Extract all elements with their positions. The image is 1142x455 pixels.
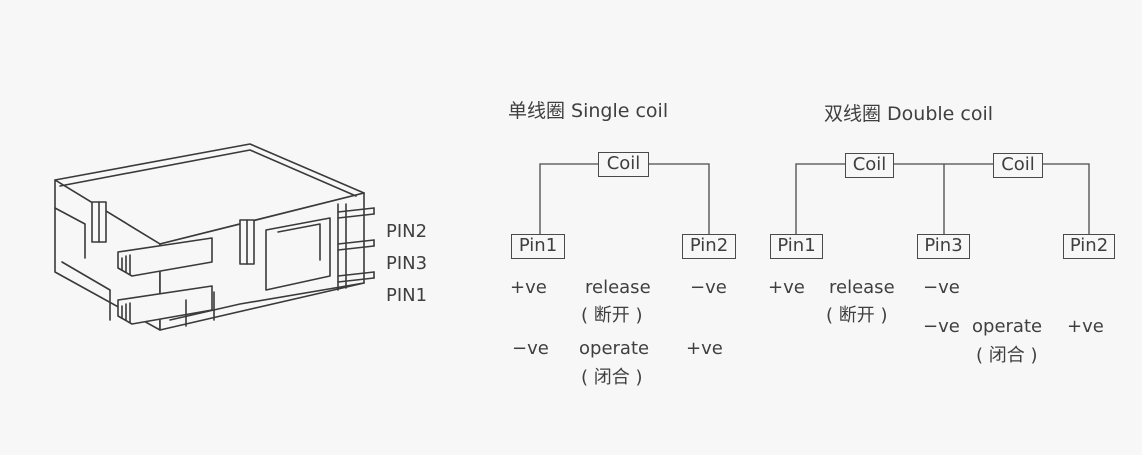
double-coil-left-wire [795, 163, 845, 234]
relay-pin-3 [337, 239, 375, 251]
single-coil-left-wire [539, 163, 598, 234]
double-coil-row2-action: operate [972, 316, 1043, 337]
relay-pin2-label: PIN2 [386, 221, 428, 242]
relay-clip-lower [117, 285, 213, 325]
single-coil-row1-pin2: −ve [690, 277, 727, 298]
double-coil-row2-pin3: −ve [923, 316, 960, 337]
double-coil-row2-action-cn: ( 闭合 ) [976, 345, 1038, 366]
double-coil-pin3-box: Pin3 [917, 234, 970, 259]
double-coil-row1-action-cn: ( 断开 ) [826, 305, 888, 326]
double-coil-pin1-box: Pin1 [770, 234, 823, 259]
single-coil-row2-action-cn: ( 闭合 ) [581, 367, 643, 388]
single-coil-right-wire [649, 163, 710, 234]
single-coil-row1-pin1: +ve [510, 277, 547, 298]
double-coil-title: 双线圈 Double coil [824, 103, 994, 125]
relay-pin-2 [337, 207, 375, 219]
double-coil-row1-pin1: +ve [768, 277, 805, 298]
double-coil-row1-action: release [829, 277, 895, 298]
single-coil-row1-action: release [585, 277, 651, 298]
single-coil-pin1-box: Pin1 [511, 234, 565, 259]
single-coil-row2-pin2: +ve [686, 338, 723, 359]
relay-pin1-label: PIN1 [386, 285, 428, 306]
double-coil-box-1: Coil [845, 153, 894, 178]
double-coil-row1-pin3: −ve [923, 277, 960, 298]
double-coil-row2-pin2: +ve [1067, 316, 1104, 337]
single-coil-title: 单线圈 Single coil [508, 100, 669, 122]
single-coil-box: Coil [598, 152, 649, 177]
double-coil-right-wire [1043, 163, 1090, 234]
single-coil-row2-action: operate [579, 338, 650, 359]
single-coil-row1-action-cn: ( 断开 ) [581, 305, 643, 326]
single-coil-row2-pin1: −ve [512, 338, 549, 359]
double-coil-box-2: Coil [993, 153, 1043, 178]
relay-pin-1 [337, 271, 375, 283]
relay-pin3-label: PIN3 [386, 253, 428, 274]
relay-clip-upper [117, 237, 213, 277]
relay-drawing [54, 143, 375, 331]
double-coil-pin2-box: Pin2 [1063, 234, 1115, 259]
single-coil-pin2-box: Pin2 [682, 234, 736, 259]
